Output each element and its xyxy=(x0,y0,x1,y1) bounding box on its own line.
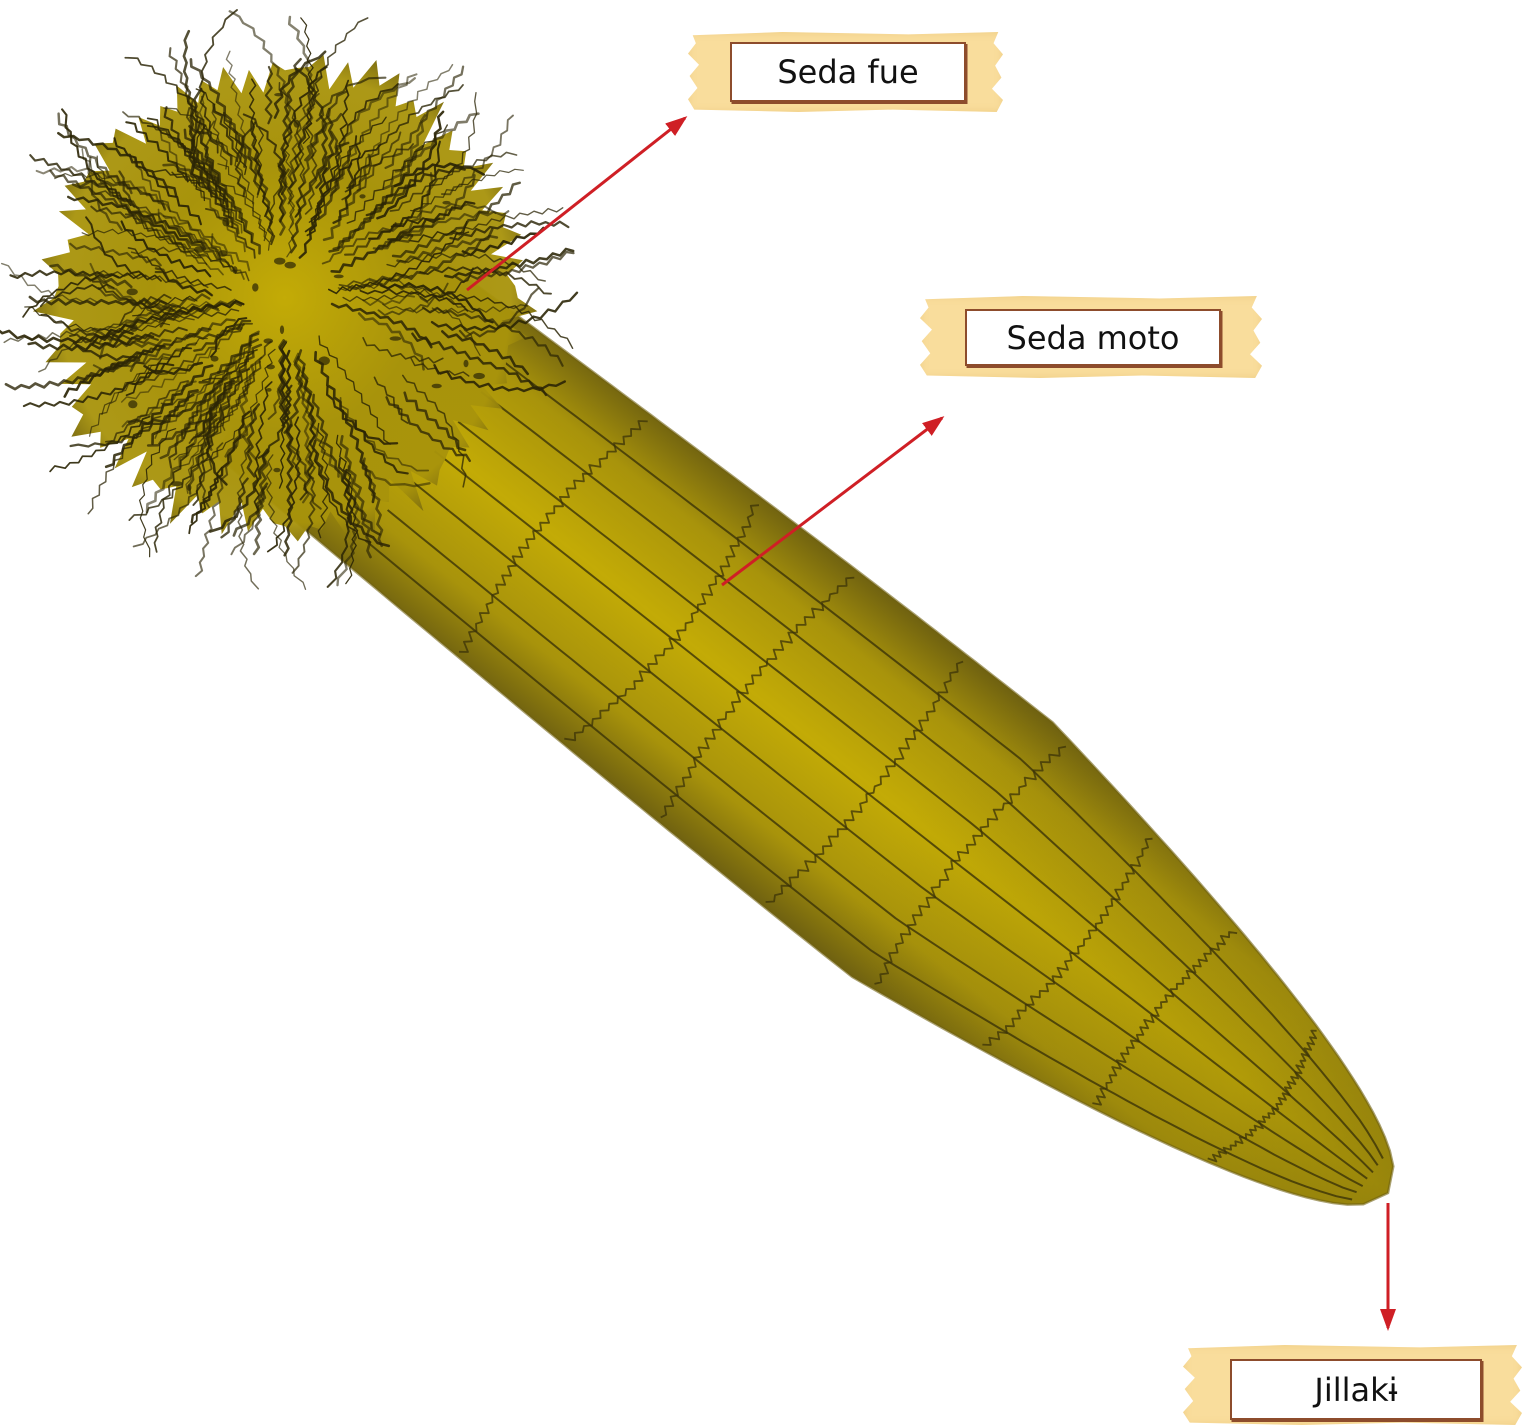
dark-spot xyxy=(274,93,283,96)
label-text: Seda fue xyxy=(777,56,918,88)
dark-spot xyxy=(473,373,485,379)
dark-spot xyxy=(194,246,204,253)
dark-spot xyxy=(222,217,229,226)
dark-spot xyxy=(359,194,365,198)
dark-spot xyxy=(128,400,137,408)
dark-spot xyxy=(285,262,296,269)
dark-spot xyxy=(319,356,330,365)
dark-spot xyxy=(464,360,469,368)
dark-spot xyxy=(110,362,121,368)
label-seda-fue: Seda fue xyxy=(730,42,966,102)
dark-spot xyxy=(334,275,344,279)
dark-spot xyxy=(232,266,237,273)
organism xyxy=(0,10,1393,1205)
dark-spot xyxy=(274,258,285,265)
label-text: Jillakɨ xyxy=(1314,1374,1397,1406)
label-jillaki: Jillakɨ xyxy=(1230,1359,1482,1420)
dark-spot xyxy=(130,324,138,332)
dark-spot xyxy=(266,388,271,392)
dark-spot xyxy=(218,250,227,257)
label-seda-moto: Seda moto xyxy=(965,309,1221,366)
dark-spot xyxy=(294,120,300,128)
dark-spot xyxy=(442,201,450,205)
dark-spot xyxy=(390,336,402,340)
dark-spot xyxy=(236,326,243,331)
dark-spot xyxy=(187,484,192,491)
dark-spot xyxy=(280,325,284,334)
dark-spot xyxy=(127,289,138,296)
dark-spot xyxy=(264,338,274,343)
dark-spot xyxy=(171,481,183,486)
dark-spot xyxy=(211,356,219,362)
dark-spot xyxy=(432,384,442,389)
label-text: Seda moto xyxy=(1007,322,1180,354)
dark-spot xyxy=(252,283,258,291)
dark-spot xyxy=(267,364,275,369)
dark-spot xyxy=(273,468,280,472)
